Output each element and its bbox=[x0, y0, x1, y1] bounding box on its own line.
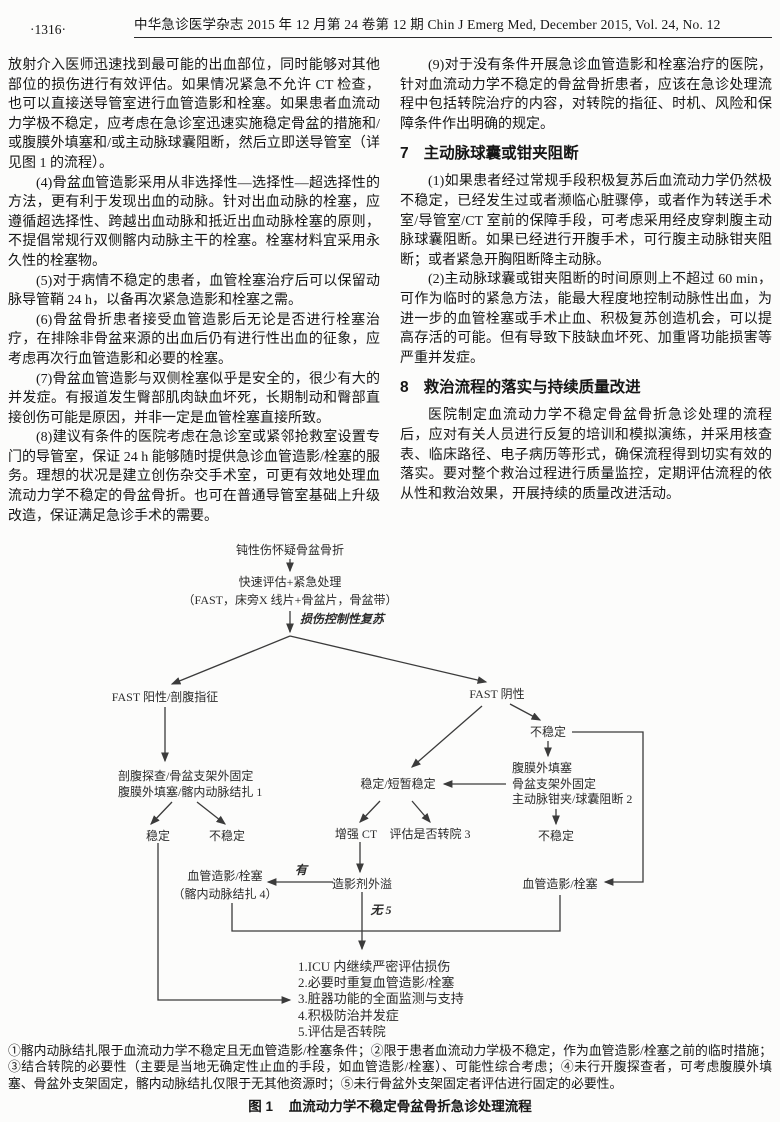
paragraph: (5)对于病情不稳定的患者，血管栓塞治疗后可以保留动脉导管鞘 24 h，以备再次… bbox=[8, 273, 380, 309]
flow-node-icu-management-list: 1.ICU 内继续严密评估损伤 2.必要时重复血管造影/栓塞 3.脏器功能的全面… bbox=[298, 959, 464, 1039]
flow-node-enhanced-ct: 增强 CT bbox=[334, 827, 378, 841]
paragraph: (4)骨盆血管造影采用从非选择性—选择性—超选择性的方法，更有利于发现出血的动脉… bbox=[8, 175, 380, 269]
section-number: 8 bbox=[400, 379, 409, 397]
figure-footnotes: ①髂内动脉结扎限于血流动力学不稳定且无血管造影/栓塞条件；②限于患者血流动力学极… bbox=[8, 1044, 772, 1091]
flow-node-angiography-left: 血管造影/栓塞 （髂内动脉结扎 4） bbox=[172, 869, 278, 901]
flow-node-contrast-extravasation: 造影剂外溢 bbox=[331, 877, 393, 891]
section-title: 主动脉球囊或钳夹阻断 bbox=[423, 145, 579, 163]
section-number: 7 bbox=[400, 145, 409, 163]
flow-label-damage-control-resuscitation: 损伤控制性复苏 bbox=[300, 612, 385, 626]
flow-node-unstable-mid: 不稳定 bbox=[537, 829, 575, 843]
left-column: 放射介入医师迅速找到最可能的出血部位，同时能够对其他部位的损伤进行有效评估。如果… bbox=[8, 56, 380, 526]
flow-node-start: 钝性伤怀疑骨盆骨折 bbox=[235, 543, 345, 557]
flow-node-stable-transient: 稳定/短暂稳定 bbox=[360, 777, 436, 791]
section-title: 救治流程的落实与持续质量改进 bbox=[423, 379, 641, 397]
flow-node-angiography-right: 血管造影/栓塞 bbox=[522, 877, 598, 891]
page-number: ·1316· bbox=[30, 22, 66, 37]
page-header: ·1316· 中华急诊医学杂志 2015 年 12 月第 24 卷第 12 期 … bbox=[30, 13, 772, 38]
flow-node-rapid-assessment: 快速评估+紧急处理 （FAST，床旁X 线片+骨盆片，骨盆带） bbox=[182, 575, 398, 607]
flow-node-unstable-right: 不稳定 bbox=[529, 725, 567, 739]
paragraph: 放射介入医师迅速找到最可能的出血部位，同时能够对其他部位的损伤进行有效评估。如果… bbox=[8, 58, 380, 171]
figure-caption: 图 1 血流动力学不稳定骨盆骨折急诊处理流程 bbox=[0, 1095, 780, 1115]
paragraph: (1)如果患者经过常规手段积极复苏后血流动力学仍然极不稳定，已经发生过或者濒临心… bbox=[400, 174, 772, 268]
flow-node-fast-negative: FAST 阴性 bbox=[469, 687, 525, 701]
paragraph: (9)对于没有条件开展急诊血管造影和栓塞治疗的医院，针对血流动力学不稳定的骨盆骨… bbox=[400, 58, 772, 132]
section-heading-7: 7 主动脉球囊或钳夹阻断 bbox=[400, 144, 772, 164]
paragraph: 医院制定血流动力学不稳定骨盆骨折急诊处理的流程后，应对有关人员进行反复的培训和模… bbox=[400, 408, 772, 502]
figure-1-flowchart: 钝性伤怀疑骨盆骨折 快速评估+紧急处理 （FAST，床旁X 线片+骨盆片，骨盆带… bbox=[0, 540, 780, 1042]
figure-caption-label: 图 1 bbox=[248, 1099, 273, 1114]
paragraph: (6)骨盆骨折患者接受血管造影后无论是否进行栓塞治疗，在排除非骨盆来源的出血后仍… bbox=[8, 312, 380, 367]
paragraph: (7)骨盆血管造影与双侧栓塞似乎是安全的，很少有大的并发症。有报道发生臀部肌肉缺… bbox=[8, 371, 380, 426]
flow-node-transfer-assessment: 评估是否转院 3 bbox=[389, 827, 471, 841]
right-column: (9)对于没有条件开展急诊血管造影和栓塞治疗的医院，针对血流动力学不稳定的骨盆骨… bbox=[400, 56, 772, 526]
journal-title-line: 中华急诊医学杂志 2015 年 12 月第 24 卷第 12 期 Chin J … bbox=[134, 13, 772, 38]
flow-node-fast-positive: FAST 阳性/剖腹指征 bbox=[111, 690, 219, 704]
flow-label-no: 无 5 bbox=[370, 903, 392, 917]
figure-caption-text: 血流动力学不稳定骨盆骨折急诊处理流程 bbox=[288, 1099, 532, 1114]
flow-label-yes: 有 bbox=[294, 863, 308, 877]
flow-node-unstable-left: 不稳定 bbox=[208, 829, 246, 843]
paragraph: (8)建议有条件的医院考虑在急诊室或紧邻抢救室设置专门的导管室，保证 24 h … bbox=[8, 430, 380, 524]
flow-node-laparotomy-fixation: 剖腹探查/骨盆支架外固定 腹膜外填塞/髂内动脉结扎 1 bbox=[118, 769, 263, 799]
section-heading-8: 8 救治流程的落实与持续质量改进 bbox=[400, 378, 772, 398]
body-columns: 放射介入医师迅速找到最可能的出血部位，同时能够对其他部位的损伤进行有效评估。如果… bbox=[8, 56, 772, 526]
paragraph: (2)主动脉球囊或钳夹阻断的时间原则上不超过 60 min，可作为临时的紧急方法… bbox=[400, 272, 772, 366]
flow-node-stable-left: 稳定 bbox=[145, 829, 171, 843]
flow-node-packing-fixation-occlusion: 腹膜外填塞 骨盆支架外固定 主动脉钳夹/球囊阻断 2 bbox=[512, 761, 633, 806]
